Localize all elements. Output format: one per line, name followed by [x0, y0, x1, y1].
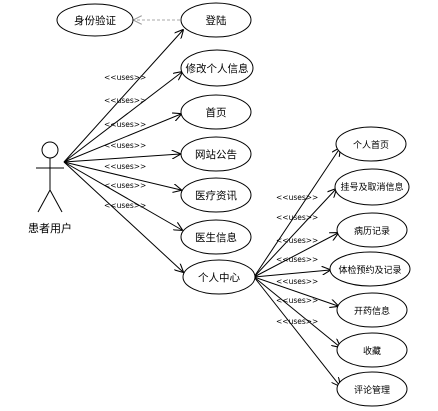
uses-label: <<uses>> — [276, 193, 318, 202]
usecase-personal-center-label: 个人中心 — [198, 271, 240, 284]
usecase-comments-label: 评论管理 — [354, 384, 390, 396]
usecase-register-cancel-label: 挂号及取消信息 — [340, 181, 403, 193]
usecase-checkup-label: 体检预约及记录 — [338, 264, 401, 276]
usecase-medical-record-label: 病历记录 — [354, 225, 390, 237]
uses-label: <<uses>> — [104, 181, 146, 190]
link-checkup — [253, 270, 330, 278]
uses-label: <<uses>> — [104, 162, 146, 171]
usecase-favorites-label: 收藏 — [363, 345, 381, 357]
usecase-register-cancel — [334, 168, 410, 206]
usecase-edit-profile — [180, 49, 254, 87]
usecase-med-info — [180, 177, 252, 213]
actor-name: 患者用户 — [28, 221, 72, 235]
usecase-login — [180, 2, 252, 38]
usecase-identity-check-label: 身份验证 — [74, 14, 116, 27]
usecase-med-info-label: 医疗资讯 — [195, 189, 237, 202]
link-med-info — [63, 161, 181, 190]
link-medical-record — [253, 233, 338, 278]
usecase-personal-home — [335, 126, 407, 162]
usecase-comments — [336, 371, 408, 407]
usecase-notice — [180, 136, 252, 172]
usecase-login-label: 登陆 — [206, 14, 227, 27]
usecase-doctor-info — [180, 219, 252, 255]
usecase-edit-profile-label: 修改个人信息 — [186, 62, 249, 75]
uses-label: <<uses>> — [104, 201, 146, 210]
actor-figure — [36, 141, 64, 213]
uses-label: <<uses>> — [276, 277, 318, 286]
link-register-cancel — [253, 189, 336, 278]
link-notice — [63, 154, 180, 163]
usecase-checkup — [329, 251, 411, 287]
link-login — [63, 30, 183, 163]
usecase-notice-label: 网站公告 — [195, 148, 237, 161]
usecase-prescription — [336, 292, 408, 328]
uses-label: <<uses>> — [276, 236, 318, 245]
uses-label: <<uses>> — [276, 317, 318, 326]
link-prescription — [253, 276, 338, 306]
link-comments — [253, 276, 340, 386]
usecase-home — [180, 94, 252, 130]
usecase-prescription-label: 开药信息 — [354, 305, 390, 317]
actor-links — [63, 30, 183, 272]
usecase-personal-center — [182, 259, 256, 295]
link-favorites — [253, 276, 340, 347]
usecase-personal-home-label: 个人首页 — [353, 139, 389, 151]
usecase-home-label: 首页 — [206, 106, 227, 119]
link-personal-home — [253, 148, 340, 278]
usecase-doctor-info-label: 医生信息 — [195, 231, 237, 244]
usecase-favorites — [336, 332, 408, 368]
link-personal-center — [63, 161, 183, 272]
uses-label: <<uses>> — [104, 73, 146, 82]
uses-label: <<uses>> — [104, 120, 146, 129]
uses-label: <<uses>> — [276, 255, 318, 264]
usecase-medical-record — [336, 212, 408, 248]
link-edit-profile — [63, 72, 182, 163]
uses-label: <<uses>> — [104, 141, 146, 150]
link-doctor-info — [63, 161, 182, 230]
personal-center-links — [253, 148, 340, 386]
uses-label: <<uses>> — [276, 296, 318, 305]
link-home — [63, 114, 181, 163]
uses-label: <<uses>> — [104, 96, 146, 105]
usecase-identity-check — [56, 3, 134, 37]
uses-label: <<uses>> — [276, 213, 318, 222]
